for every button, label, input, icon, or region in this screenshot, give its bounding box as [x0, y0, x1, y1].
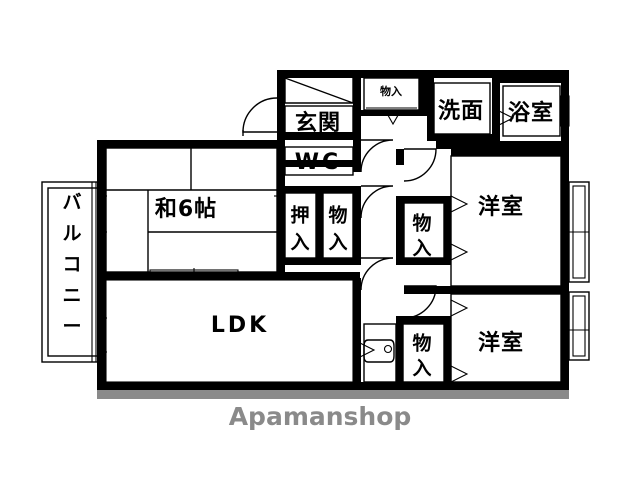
room-label-ldk: LDK — [211, 313, 269, 338]
balcony-char-5: ー — [62, 316, 81, 338]
bottom-shadow-bar — [97, 390, 569, 399]
folding-door-markers — [357, 109, 515, 383]
storage-label-monoire-lower-char1: 物 — [412, 332, 431, 355]
storage-label-monoire-right-char1: 物 — [412, 212, 431, 235]
room-label-washitsu: 和6帖 — [155, 197, 217, 222]
balcony-char-1: バ — [62, 192, 81, 214]
storage-label-monoire-top: 物入 — [380, 84, 402, 98]
storage-label-oshiire-char2: 入 — [290, 232, 309, 254]
watermark-apamanshop: Apamanshop — [228, 402, 412, 431]
room-label-yoshitsu-2: 洋室 — [478, 330, 524, 356]
balcony-label: バ ル コ ニ ー — [62, 192, 81, 338]
storage-label-monoire-mid-char2: 入 — [328, 232, 347, 254]
balcony-outline — [41, 181, 105, 363]
room-label-yokushitsu: 浴室 — [508, 100, 554, 126]
room-label-senmen: 洗面 — [438, 99, 484, 124]
storage-label-monoire-right-char2: 入 — [412, 238, 431, 260]
door-swings — [242, 97, 437, 319]
storage-label-monoire-lower-char2: 入 — [412, 358, 431, 380]
storage-labels: 物入 押 入 物 入 物 入 物 入 — [290, 84, 431, 380]
storage-label-oshiire-char1: 押 — [290, 204, 309, 227]
room-label-wc: WC — [295, 150, 341, 175]
balcony-char-4: ニ — [62, 285, 81, 307]
balcony-char-2: ル — [62, 223, 81, 245]
room-label-genkan: 玄関 — [295, 110, 341, 136]
room-label-yoshitsu-1: 洋室 — [478, 194, 524, 220]
interior-thin-lines — [105, 77, 562, 383]
storage-label-monoire-mid-char1: 物 — [328, 204, 347, 227]
room-labels: 玄関 WC 洗面 浴室 和6帖 LDK 洋室 洋室 — [155, 99, 554, 356]
balcony-char-3: コ — [62, 254, 81, 276]
